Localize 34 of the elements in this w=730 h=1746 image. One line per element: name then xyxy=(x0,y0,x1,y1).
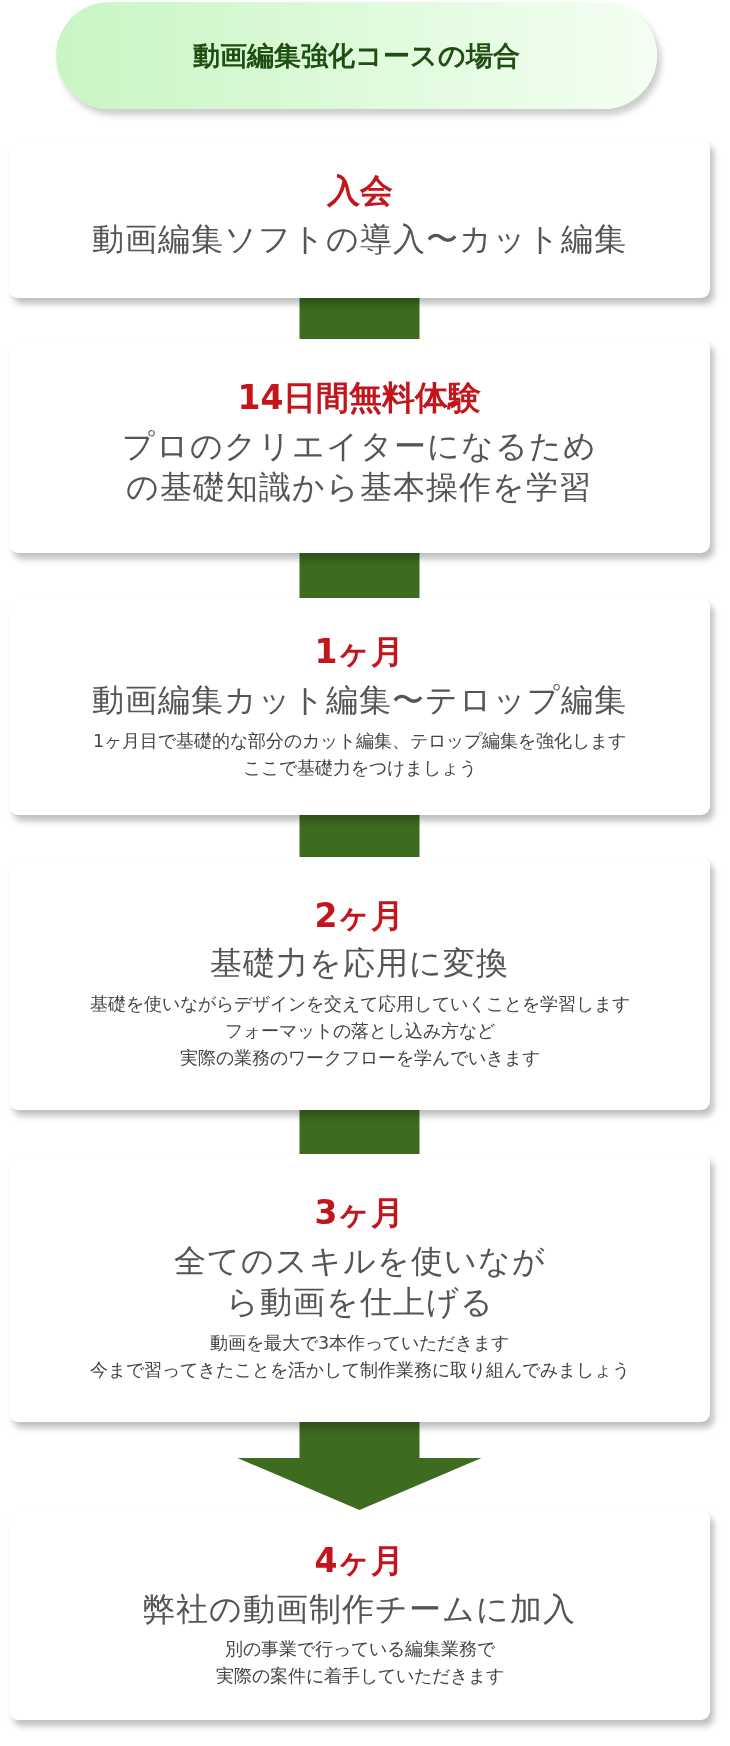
step-title: 動画編集カット編集〜テロップ編集 xyxy=(92,680,627,721)
step-card xyxy=(9,1154,710,1422)
step-card xyxy=(9,339,710,553)
step-title: 基礎力を応用に変換 xyxy=(210,943,509,985)
connector-bar xyxy=(299,815,420,857)
step-description: 今まで習ってきたことを活かして制作業務に取り組んでみましょう xyxy=(89,1359,630,1383)
title-pill xyxy=(56,2,657,109)
connector-bar xyxy=(299,553,420,598)
step-description: ここで基礎力をつけましょう xyxy=(242,756,477,780)
step-title: 弊社の動画制作チームに加入 xyxy=(143,1588,576,1630)
step-card xyxy=(9,1510,710,1720)
step-title: プロのクリエイターになるための基礎知識から基本操作を学習 xyxy=(121,425,598,509)
step-description: 1ヶ月目で基礎的な部分のカット編集、テロップ編集を強化します xyxy=(92,729,627,753)
connector-bar xyxy=(299,1110,420,1154)
step-description: フォーマットの落とし込み方など xyxy=(224,1020,495,1044)
step-description: 別の事業で行っている編集業務で xyxy=(224,1638,495,1662)
step-card xyxy=(9,598,710,815)
connector-bar xyxy=(299,298,420,339)
step-description: 実際の業務のワークフローを学んでいきます xyxy=(179,1047,540,1071)
step-heading: 14日間無料体験 xyxy=(237,376,482,419)
step-description: 動画を最大で3本作っていただきます xyxy=(209,1331,510,1355)
step-heading: 1ヶ月 xyxy=(314,631,405,674)
pill-heading: 動画編集強化コースの場合 xyxy=(193,38,520,73)
arrow xyxy=(237,1422,482,1510)
step-card xyxy=(9,857,710,1110)
step-title: 動画編集ソフトの導入〜カット編集 xyxy=(92,219,627,261)
step-heading: 入会 xyxy=(326,170,393,213)
step-title: 全てのスキルを使いながら動画を仕上げる xyxy=(172,1240,547,1324)
step-description: 実際の案件に着手していただきます xyxy=(215,1665,504,1689)
step-heading: 4ヶ月 xyxy=(314,1539,405,1582)
step-heading: 3ヶ月 xyxy=(314,1191,405,1234)
step-heading: 2ヶ月 xyxy=(314,894,405,937)
step-description: 基礎を使いながらデザインを交えて応用していくことを学習します xyxy=(89,993,630,1017)
step-card xyxy=(9,139,710,298)
